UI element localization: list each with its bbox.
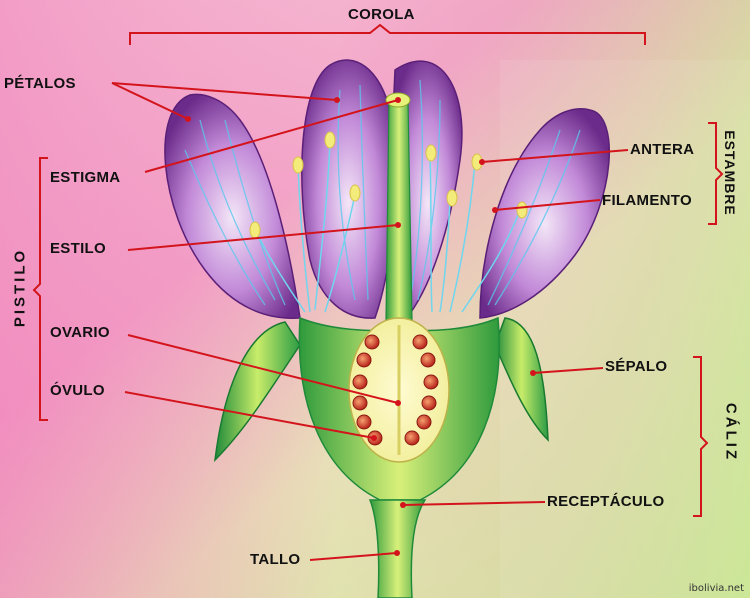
label-ovulo: ÓVULO (50, 382, 105, 399)
leader-lines (32, 23, 724, 561)
label-estambre: ESTAMBRE (722, 130, 738, 216)
ovule-group (352, 334, 439, 446)
label-corola: COROLA (348, 6, 415, 23)
left-sepal (213, 321, 301, 463)
label-antera: ANTERA (630, 141, 695, 158)
label-tallo: TALLO (250, 551, 301, 568)
label-caliz: CÁLIZ (722, 402, 740, 463)
label-pistilo: PISTILO (11, 247, 29, 328)
label-receptaculo: RECEPTÁCULO (547, 493, 665, 510)
stamen-group (254, 139, 521, 313)
label-estigma: ESTIGMA (50, 169, 121, 186)
credit-watermark: ibolivia.net (688, 583, 744, 594)
label-sepalo: SÉPALO (605, 358, 668, 375)
anther-group (249, 131, 528, 239)
label-petalos: PÉTALOS (4, 75, 76, 92)
label-filamento: FILAMENTO (602, 192, 692, 209)
label-ovario: OVARIO (50, 324, 110, 341)
style (385, 99, 413, 321)
label-estilo: ESTILO (50, 240, 106, 257)
right-sepal (494, 317, 549, 442)
